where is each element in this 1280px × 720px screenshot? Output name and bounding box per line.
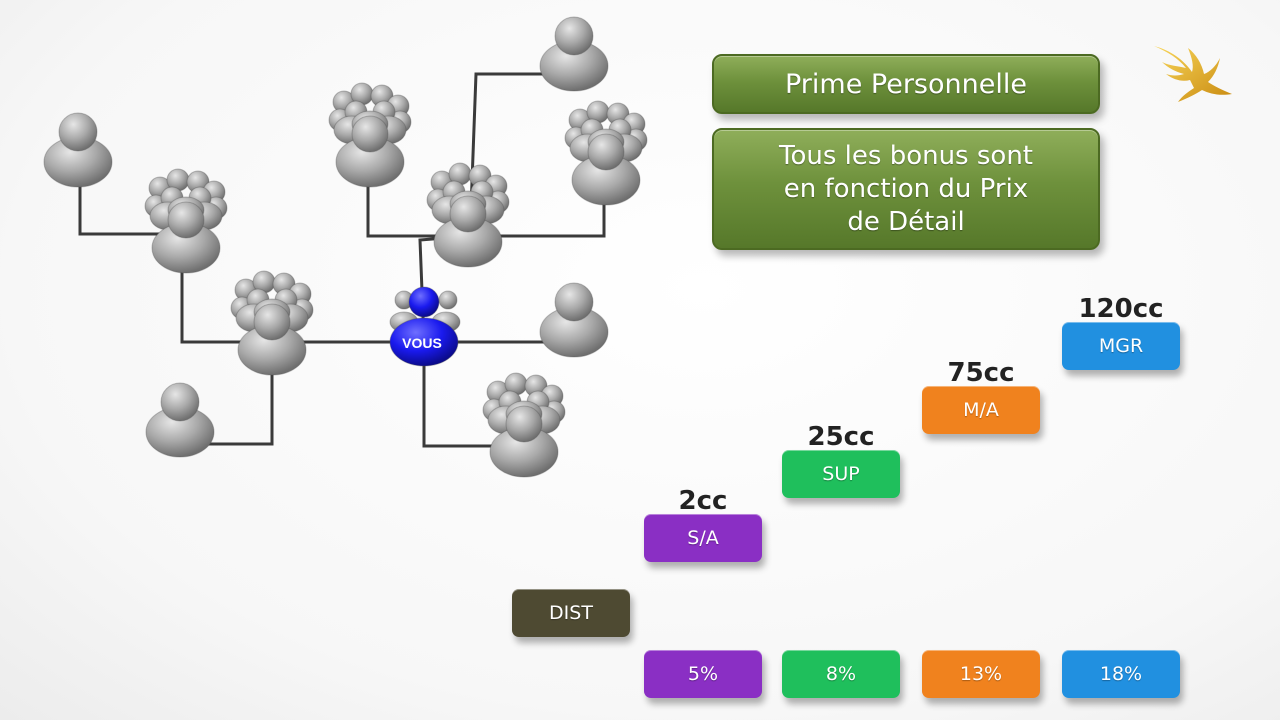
percent-sa: 5% [644, 650, 762, 698]
bonus-line-2: en fonction du Prix [783, 174, 1029, 204]
people-nodes [43, 16, 648, 478]
center-label-vous: VOUS [402, 335, 442, 351]
person-right [539, 282, 609, 358]
person-top [539, 16, 609, 92]
group-top-left [328, 82, 412, 188]
group-top-right-head [587, 133, 625, 171]
person-top-head [554, 16, 594, 56]
person-far-left [43, 112, 113, 188]
prime-personnelle-text: Prime Personnelle [785, 69, 1027, 100]
vous-head [408, 286, 440, 318]
level-sa: S/A [644, 514, 762, 562]
line-center-bottom [422, 342, 520, 448]
bonus-line-1: Tous les bonus sont [779, 141, 1033, 171]
group-top-right [564, 100, 648, 206]
person-right-head [554, 282, 594, 322]
group-bottom-right-head [505, 405, 543, 443]
line-left-down [180, 342, 274, 446]
level-dist: DIST [512, 589, 630, 637]
cc-label-sup: 25cc [807, 422, 875, 452]
percent-ma: 13% [922, 650, 1040, 698]
vous-side-head-r [438, 290, 458, 310]
group-top-center [426, 162, 510, 268]
vous-body [389, 317, 459, 367]
level-sa-label: S/A [687, 527, 719, 549]
level-mgr: MGR [1062, 322, 1180, 370]
cc-label-sa: 2cc [678, 486, 728, 516]
group-bottom-right [482, 372, 566, 478]
percent-sup-label: 8% [825, 663, 857, 685]
prime-personnelle-box: Prime Personnelle [712, 54, 1100, 114]
level-ma: M/A [922, 386, 1040, 434]
person-bottom-left [145, 382, 215, 458]
group-left-head [167, 201, 205, 239]
vous-node [389, 286, 461, 367]
level-ma-label: M/A [963, 399, 999, 421]
percent-mgr: 18% [1062, 650, 1180, 698]
level-mgr-label: MGR [1098, 335, 1144, 357]
person-far-left-head [58, 112, 98, 152]
level-dist-label: DIST [549, 602, 593, 624]
line-far-left [78, 180, 182, 236]
bonus-line-3: de Détail [847, 207, 965, 237]
percent-sa-label: 5% [687, 663, 719, 685]
group-center-left-head [253, 303, 291, 341]
level-sup: SUP [782, 450, 900, 498]
level-sup-label: SUP [822, 463, 860, 485]
group-center-left [230, 270, 314, 376]
group-left [144, 168, 228, 274]
percent-ma-label: 13% [959, 663, 1003, 685]
cc-label-mgr: 120cc [1078, 294, 1164, 324]
cc-label-ma: 75cc [947, 358, 1015, 388]
network-diagram: VOUS [43, 16, 648, 478]
group-top-left-head [351, 115, 389, 153]
bonus-info-box: Tous les bonus sont en fonction du Prix … [712, 128, 1100, 250]
golden-eagle-logo-icon [1154, 46, 1232, 102]
group-top-center-head [449, 195, 487, 233]
person-bottom-left-head [160, 382, 200, 422]
percent-mgr-label: 18% [1099, 663, 1143, 685]
percent-sup: 8% [782, 650, 900, 698]
